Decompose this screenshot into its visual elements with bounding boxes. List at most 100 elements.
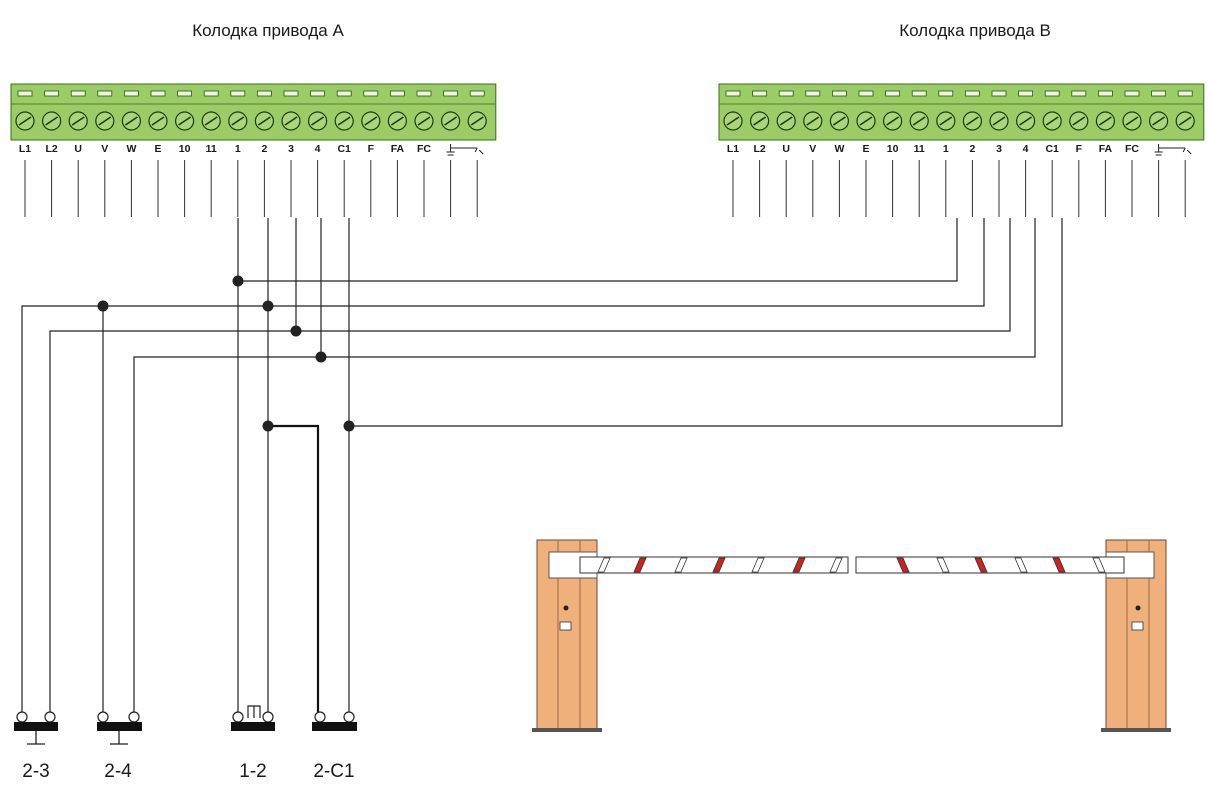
button-base [14, 722, 58, 731]
barrier-arm-left [579, 556, 849, 574]
button-base [231, 722, 275, 731]
post-base [532, 728, 602, 732]
terminal-slot [256, 90, 272, 97]
push-button-icon [247, 705, 261, 718]
arm-stripe [1014, 557, 1028, 573]
arm-stripe [674, 557, 688, 573]
terminal-label: 11 [914, 143, 925, 155]
terminal-slot [150, 90, 166, 97]
wire-2-to-b2 [21, 218, 985, 712]
terminal-slot [17, 90, 33, 97]
contact-terminal [343, 711, 355, 723]
device-1-2: 1-2 [231, 705, 275, 782]
terminal-slot [1098, 90, 1113, 97]
junction-dot [232, 275, 244, 287]
terminal-slot [70, 90, 86, 97]
junction-dot [262, 420, 274, 432]
wire-3-to-b3 [49, 218, 1011, 712]
terminal-block-body [10, 83, 497, 141]
terminal-label: FA [1099, 143, 1113, 155]
terminal-slot [230, 90, 246, 97]
device-label: 2-4 [104, 761, 132, 782]
terminal-label: U [74, 143, 82, 155]
terminal-slot [752, 90, 767, 97]
terminal-slot [805, 90, 821, 97]
terminal-slot [778, 90, 794, 97]
terminal-label: V [809, 143, 816, 155]
terminal-slot [858, 90, 874, 97]
terminal-label: FC [1125, 143, 1139, 155]
arm-stripe [712, 557, 726, 573]
wire-2-to-devc1 [268, 424, 320, 712]
terminal-label: C1 [1045, 143, 1059, 155]
terminal-label: W [126, 143, 136, 155]
device-label: 2-C1 [313, 761, 354, 782]
terminal-label: 3 [996, 143, 1002, 155]
terminal-label: U [782, 143, 790, 155]
terminal-slot [97, 90, 113, 97]
terminal-slot [991, 90, 1007, 97]
wire-1-to-b1 [238, 218, 958, 282]
arm-stripe [936, 557, 950, 573]
wire-c1-to-bc1 [349, 218, 1063, 427]
terminal-label: L2 [753, 143, 765, 155]
arm-stripe [829, 557, 843, 573]
contact-terminal [262, 711, 274, 723]
terminal-label: 4 [1023, 143, 1029, 155]
terminal-label: 4 [315, 143, 321, 155]
terminal-label: L1 [19, 143, 31, 155]
terminal-slot [1018, 90, 1033, 97]
terminal-label: 10 [179, 143, 191, 155]
block-b-title: Колодка привода B [899, 21, 1051, 40]
terminal-slot [965, 90, 980, 97]
terminal-label: 10 [887, 143, 899, 155]
arm-stripe [896, 557, 910, 573]
terminal-slot [938, 90, 954, 97]
terminal-slot [416, 90, 432, 97]
ground-switch-icon [1154, 144, 1192, 156]
terminal-slot [1124, 90, 1140, 97]
terminal-label: E [862, 143, 869, 155]
barrier-arm-right [855, 556, 1125, 574]
device-2-4: 2-4 [97, 711, 142, 782]
terminal-label: 2 [261, 143, 267, 155]
ground-switch-icon [446, 144, 484, 156]
terminal-label: L2 [45, 143, 57, 155]
terminal-label: F [368, 143, 375, 155]
terminal-label: 2 [969, 143, 975, 155]
arm-stripe [792, 557, 806, 573]
terminal-label: C1 [337, 143, 351, 155]
wiring [21, 218, 1063, 712]
junction-dot [262, 300, 274, 312]
terminal-slot [1177, 90, 1193, 97]
terminal-slot [832, 90, 847, 97]
contact-terminal [97, 711, 109, 723]
device-label: 1-2 [239, 761, 266, 782]
contact-base [312, 722, 357, 731]
terminal-label: E [154, 143, 161, 155]
terminal-label: W [834, 143, 844, 155]
terminal-slot [203, 90, 219, 97]
terminal-label: FC [417, 143, 431, 155]
junction-dot [290, 325, 302, 337]
terminal-slot [363, 90, 379, 97]
arm-stripe [1052, 557, 1066, 573]
terminal-slot [44, 90, 59, 97]
device-2-3: 2-3 [14, 711, 58, 782]
terminal-slot [124, 90, 139, 97]
device-2-c1: 2-C1 [312, 711, 357, 782]
terminal-label: 1 [235, 143, 241, 155]
terminal-label: 3 [288, 143, 294, 155]
terminal-slot [1151, 90, 1166, 97]
terminal-slot [469, 90, 485, 97]
junction-dot [97, 300, 109, 312]
key-lock-icon [563, 605, 569, 611]
terminal-label: F [1076, 143, 1083, 155]
terminal-label: V [101, 143, 108, 155]
terminal-slot [389, 90, 405, 97]
terminal-slot [283, 90, 299, 97]
terminal-slot [177, 90, 193, 97]
barrier-illustration [532, 539, 1171, 732]
